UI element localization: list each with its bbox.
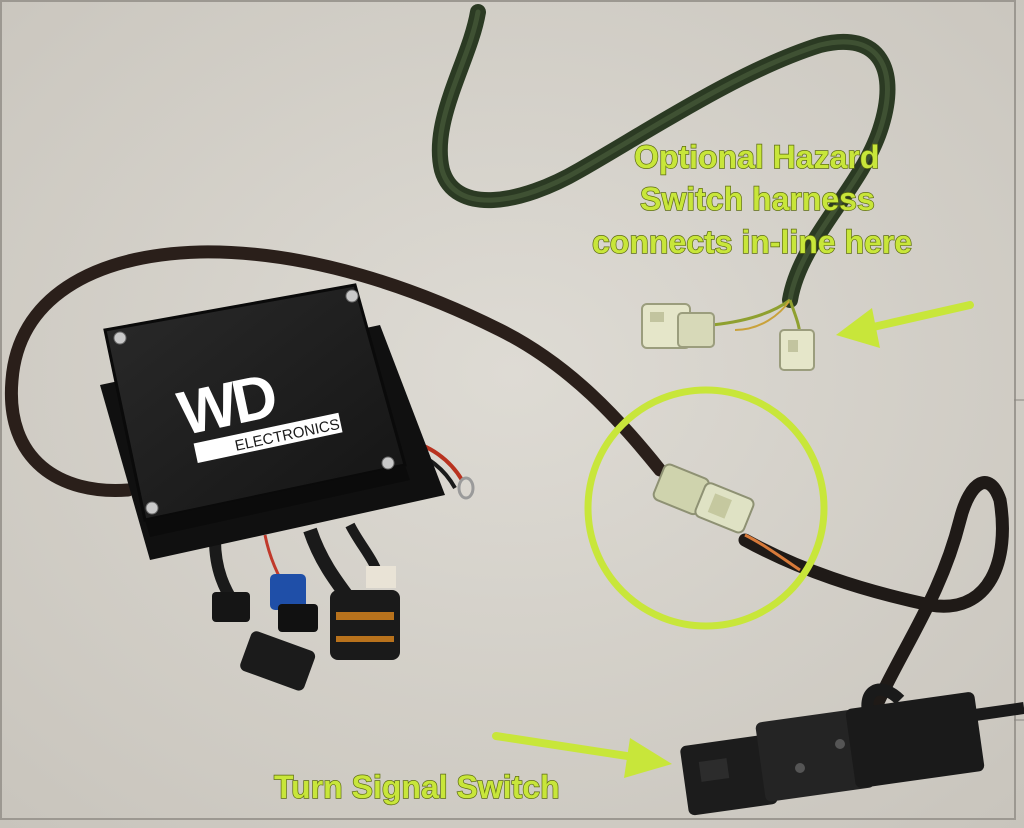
device-box-side [145, 465, 410, 537]
hazard-connector-large [641, 303, 715, 349]
connector-blue [270, 574, 318, 632]
hazard-annotation-line-3: connects in-line here [592, 224, 912, 260]
screw-icon [145, 501, 159, 515]
connector-orange-seal [330, 566, 400, 660]
main-cable-continuation [738, 476, 1009, 727]
ring-terminal [457, 476, 475, 500]
hazard-annotation-line-1: Optional Hazard [634, 139, 879, 175]
hazard-connector-small [779, 329, 815, 371]
hazard-green-cable-highlight [437, 9, 890, 303]
hazard-wires [711, 298, 791, 327]
orange-wire [744, 533, 801, 572]
screw-icon [381, 456, 395, 470]
inline-connector [652, 463, 755, 534]
arrow-left-icon [836, 301, 974, 348]
device-logo-sub-bar [193, 412, 343, 464]
screw-icon [345, 289, 359, 303]
hazard-wires [734, 299, 791, 331]
arrow-right-icon [492, 732, 672, 778]
circle-highlight-icon [584, 386, 828, 630]
connector-black-left [212, 592, 316, 691]
turn-signal-switch [680, 683, 1024, 816]
screw-icon [113, 331, 127, 345]
turn-signal-annotation: Turn Signal Switch [274, 769, 560, 805]
hazard-annotation-line-2: Switch harness [640, 181, 875, 217]
main-cable-loop [4, 245, 667, 497]
